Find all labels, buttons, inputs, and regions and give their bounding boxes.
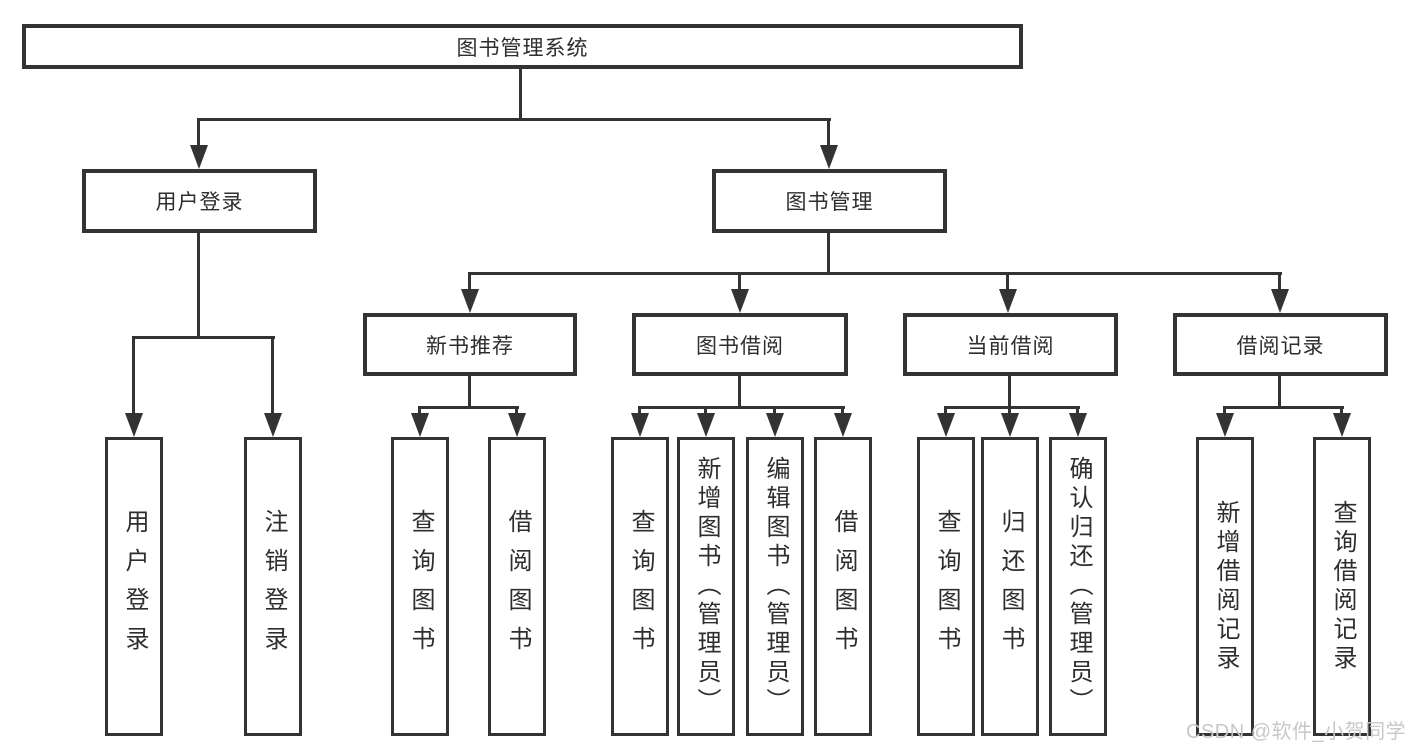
arrow-down-icon [738,272,741,313]
leaf-add-books-admin: 新增图书（管理员） [677,437,735,736]
arrow-down-icon [468,272,471,313]
new-book-branch-line [418,406,519,409]
arrow-down-icon [1076,406,1079,437]
leaf-label: 借阅图书 [830,508,857,665]
csdn-watermark: CSDN @软件_小贺同学 [1186,721,1405,743]
leaf-query-borrow-record: 查询借阅记录 [1313,437,1371,736]
leaf-label: 借阅图书 [504,508,531,665]
leaf-label: 查询借阅记录 [1329,499,1356,674]
leaf-label: 归还图书 [997,508,1024,665]
arrow-down-icon [841,406,844,437]
user-login-branch-line [132,336,275,339]
node-book-management: 图书管理 [712,169,947,233]
node-book-borrowing: 图书借阅 [632,313,848,376]
current-borrow-stem-line [1008,376,1011,406]
leaf-logout-login: 注销登录 [244,437,302,736]
leaf-label: 编辑图书（管理员） [762,456,789,717]
leaf-edit-books-admin: 编辑图书（管理员） [746,437,804,736]
node-label: 新书推荐 [426,334,514,358]
leaf-confirm-return-admin: 确认归还（管理员） [1049,437,1107,736]
node-user-login: 用户登录 [82,169,317,233]
user-login-stem-line [197,233,200,336]
node-label: 用户登录 [155,191,244,214]
leaf-borrow-books-recommend: 借阅图书 [488,437,546,736]
arrow-down-icon [271,336,274,437]
node-label: 图书管理 [785,191,874,214]
node-label: 当前借阅 [966,334,1055,358]
arrow-down-icon [1278,272,1281,313]
arrow-down-icon [773,406,776,437]
node-label: 图书借阅 [696,334,784,358]
arrow-down-icon [827,118,830,169]
arrow-down-icon [1223,406,1226,437]
node-current-borrowing: 当前借阅 [903,313,1118,376]
arrow-down-icon [197,118,200,169]
book-borrow-branch-line [638,406,845,409]
leaf-borrow-books-borrowing: 借阅图书 [814,437,872,736]
leaf-label: 查询图书 [627,508,654,665]
root-stem-line [519,69,522,118]
arrow-down-icon [638,406,641,437]
leaf-query-books-current: 查询图书 [917,437,975,736]
book-borrow-stem-line [738,376,741,406]
node-label: 借阅记录 [1236,334,1325,358]
leaf-query-books-borrowing: 查询图书 [611,437,669,736]
leaf-label: 新增借阅记录 [1212,499,1239,674]
leaf-add-borrow-record: 新增借阅记录 [1196,437,1254,736]
leaf-label: 用户登录 [121,508,148,665]
arrow-down-icon [132,336,135,437]
book-management-branch-line [468,272,1282,275]
borrow-record-branch-line [1223,406,1344,409]
current-borrow-branch-line [944,406,1080,409]
leaf-query-books-recommend: 查询图书 [391,437,449,736]
leaf-label: 查询图书 [933,508,960,665]
leaf-label: 查询图书 [407,508,434,665]
node-borrowing-records: 借阅记录 [1173,313,1388,376]
arrow-down-icon [944,406,947,437]
leaf-label: 新增图书（管理员） [693,456,720,717]
node-label: 图书管理系统 [456,36,589,60]
leaf-user-login: 用户登录 [105,437,163,736]
node-new-book-recommendation: 新书推荐 [363,313,577,376]
new-book-stem-line [468,376,471,406]
arrow-down-icon [418,406,421,437]
root-branch-line [197,118,831,121]
leaf-return-books: 归还图书 [981,437,1039,736]
arrow-down-icon [704,406,707,437]
leaf-label: 注销登录 [260,508,287,665]
borrow-record-stem-line [1278,376,1281,406]
arrow-down-icon [515,406,518,437]
arrow-down-icon [1006,272,1009,313]
node-library-system: 图书管理系统 [22,24,1023,69]
arrow-down-icon [1340,406,1343,437]
leaf-label: 确认归还（管理员） [1065,456,1092,717]
arrow-down-icon [1008,406,1011,437]
book-management-stem-line [827,233,830,272]
